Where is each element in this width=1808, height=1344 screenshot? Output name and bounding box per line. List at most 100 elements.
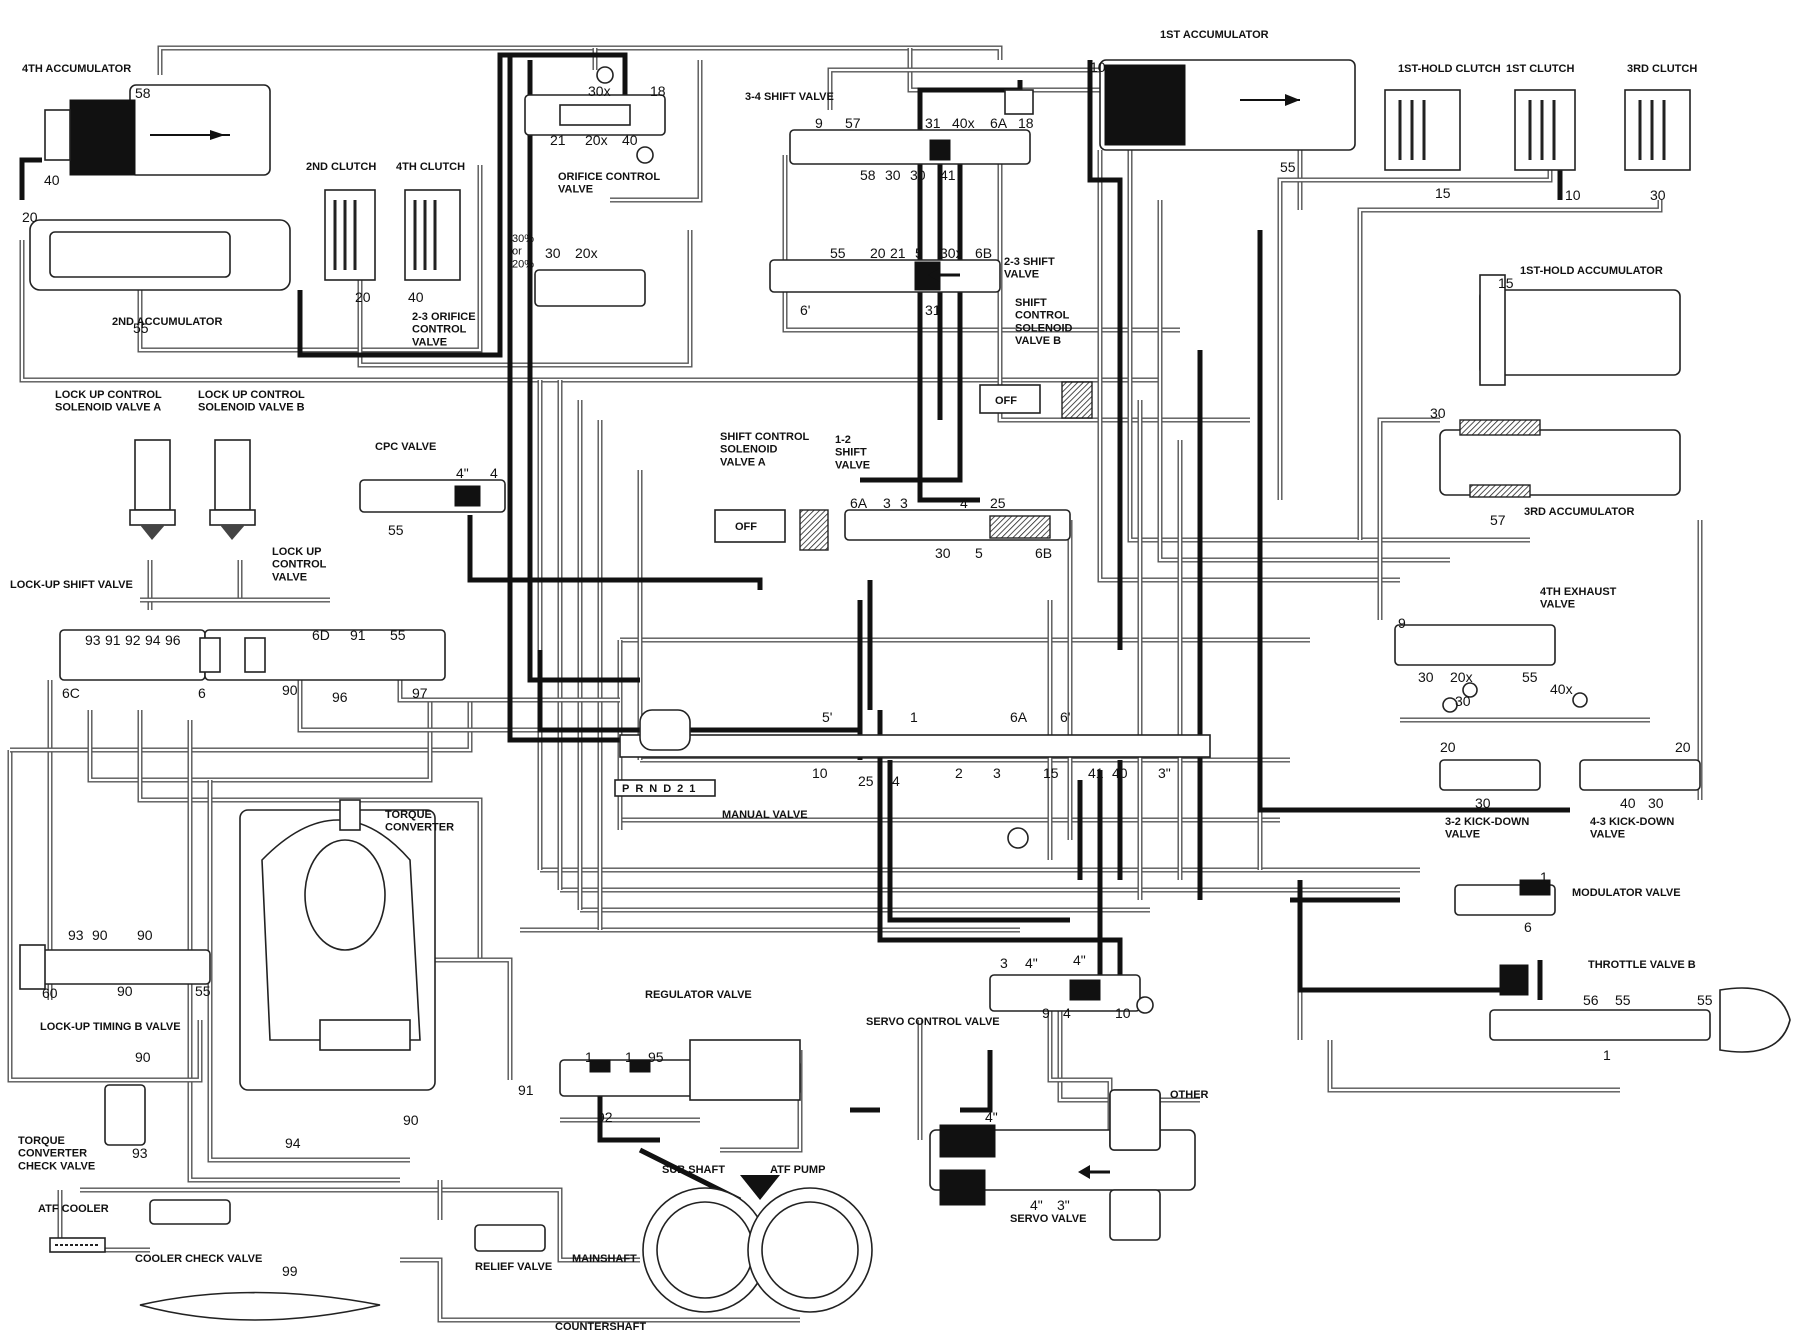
port-number: 91 <box>105 632 121 648</box>
port-number: 18 <box>1018 115 1034 131</box>
port-number: 58 <box>135 85 151 101</box>
port-number: 6B <box>1035 545 1052 561</box>
clutch-4th <box>404 189 461 281</box>
port-number: 6A <box>1010 709 1028 725</box>
label-clutch-1st-hold: 1ST-HOLD CLUTCH <box>1398 63 1501 75</box>
port-number: 2 <box>955 765 963 781</box>
label-accumulator-3rd: 3RD ACCUMULATOR <box>1524 506 1634 518</box>
port-number: 6A <box>990 115 1008 131</box>
port-number: 90 <box>282 682 298 698</box>
label-regulator-valve: REGULATOR VALVE <box>645 989 752 1001</box>
port-number: 9 <box>1042 1005 1050 1021</box>
port-number: 60 <box>42 985 58 1001</box>
port-number: 6' <box>1060 709 1070 725</box>
label-modulator-valve: MODULATOR VALVE <box>1572 887 1681 899</box>
port-number: 91 <box>518 1082 534 1098</box>
label-other: OTHER <box>1170 1089 1209 1101</box>
port-number: 3 <box>883 495 891 511</box>
port-number: 1 <box>910 709 918 725</box>
label-countershaft: COUNTERSHAFT <box>555 1321 646 1333</box>
port-number: 40 <box>408 289 424 305</box>
port-number: 92 <box>597 1109 613 1125</box>
port-number: 40 <box>1620 795 1636 811</box>
port-number: 90 <box>135 1049 151 1065</box>
port-number: 20 <box>1675 739 1691 755</box>
port-number: 30x <box>940 245 963 261</box>
port-number: 55 <box>195 983 211 999</box>
port-number: 40x <box>952 115 975 131</box>
label-mainshaft: MAINSHAFT <box>572 1253 637 1265</box>
port-number: 25 <box>858 773 874 789</box>
shift-control-solenoid-valve-b: OFF <box>979 381 1093 419</box>
kickdown-valve-4-3 <box>1579 759 1701 791</box>
port-number: 5' <box>822 709 832 725</box>
solenoid-a-state: OFF <box>735 521 757 533</box>
port-number: 92 <box>125 632 141 648</box>
shift-valve-2-3 <box>769 259 1001 293</box>
port-number: 4 <box>490 465 498 481</box>
port-number: 40 <box>622 132 638 148</box>
label-servo-control-valve: SERVO CONTROL VALVE <box>866 1016 1000 1028</box>
port-number: 21 <box>550 132 566 148</box>
port-number: 90 <box>92 927 108 943</box>
port-number: 1 <box>1603 1047 1611 1063</box>
label-throttle-valve-b: THROTTLE VALVE B <box>1588 959 1696 971</box>
port-number: 58 <box>860 167 876 183</box>
port-number: 20x <box>575 245 598 261</box>
port-number: 97 <box>412 685 428 701</box>
label-sub-shaft: SUB SHAFT <box>662 1164 725 1176</box>
port-number: 18 <box>650 83 666 99</box>
port-number: 99 <box>282 1263 298 1279</box>
port-number: 4 <box>1063 1005 1071 1021</box>
label-clutch-2nd: 2ND CLUTCH <box>306 161 376 173</box>
port-number: 4 <box>892 773 900 789</box>
port-number: 5 <box>915 245 923 261</box>
port-number: 20x <box>585 132 608 148</box>
label-clutch-1st: 1ST CLUTCH <box>1506 63 1575 75</box>
port-number: 40 <box>44 172 60 188</box>
label-accumulator-1st: 1ST ACCUMULATOR <box>1160 29 1269 41</box>
lockup-shift-valve <box>59 629 446 681</box>
port-number: 90 <box>137 927 153 943</box>
cpc-valve <box>359 479 506 513</box>
port-number: 10 <box>1115 1005 1131 1021</box>
port-number: 31 <box>925 302 941 318</box>
port-number: 1 <box>625 1049 633 1065</box>
port-number: 6A <box>850 495 868 511</box>
label-atf-pump: ATF PUMP <box>770 1164 825 1176</box>
port-number: 6D <box>312 627 330 643</box>
port-number: 41 <box>940 167 956 183</box>
port-number: 1 <box>585 1049 593 1065</box>
port-number: 30 <box>1650 187 1666 203</box>
accumulator-1st <box>1099 59 1356 151</box>
port-number: 40x <box>1550 681 1573 697</box>
port-number: 20 <box>870 245 886 261</box>
lockup-control-solenoid-valve-a <box>129 439 176 540</box>
port-number: 6 <box>198 685 206 701</box>
port-number: 30 <box>885 167 901 183</box>
port-number: 6C <box>62 685 80 701</box>
lockup-timing-b-valve <box>19 944 211 990</box>
port-number: 96 <box>165 632 181 648</box>
port-number: 30 <box>1418 669 1434 685</box>
port-number: 30 <box>545 245 561 261</box>
shift-valve-3-4 <box>789 89 1034 165</box>
label-lockup-timing-b-valve: LOCK-UP TIMING B VALVE <box>40 1021 181 1033</box>
port-number: 55 <box>1615 992 1631 1008</box>
port-number: 90 <box>117 983 133 999</box>
port-number: 30 <box>1475 795 1491 811</box>
port-number: 94 <box>285 1135 301 1151</box>
lockup-control-solenoid-valve-b <box>209 439 256 540</box>
port-number: 15 <box>1498 275 1514 291</box>
port-number: 30 <box>935 545 951 561</box>
shift-valve-1-2: OFF <box>714 509 1071 551</box>
port-number: 56 <box>1583 992 1599 1008</box>
port-number: 57 <box>1490 512 1506 528</box>
